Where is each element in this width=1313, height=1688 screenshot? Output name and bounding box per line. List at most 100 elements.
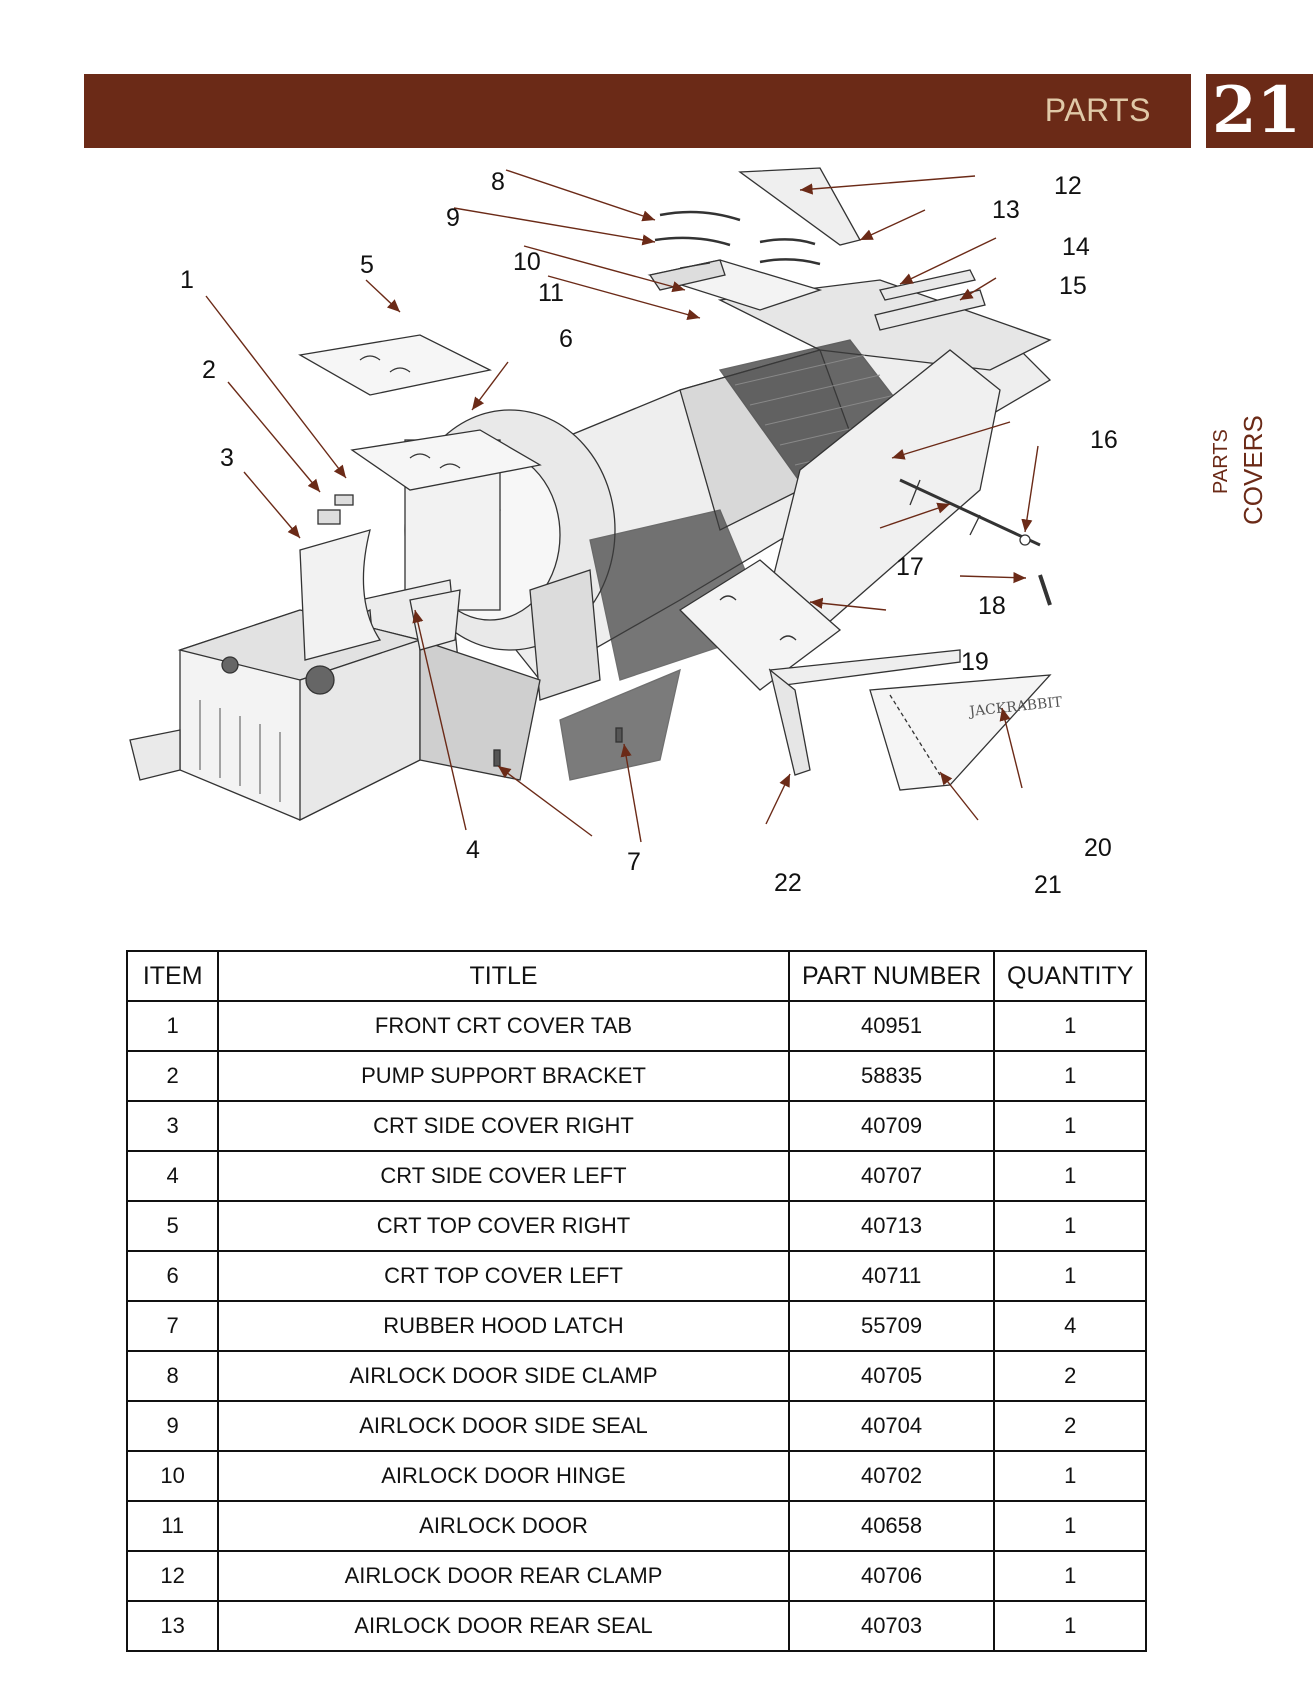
cell-quantity: 1 [993, 1200, 1147, 1252]
cell-item: 12 [125, 1550, 220, 1602]
cell-part-number: 40705 [787, 1350, 996, 1402]
cell-part-number: 40707 [787, 1150, 996, 1202]
diagram-svg: JACKRABBIT [129, 167, 1118, 899]
cell-title: CRT SIDE COVER RIGHT [217, 1100, 790, 1152]
cell-title: AIRLOCK DOOR SIDE CLAMP [217, 1350, 790, 1402]
table-header-row: ITEM TITLE PART NUMBER QUANTITY [125, 950, 1147, 1002]
cell-title: CRT TOP COVER RIGHT [217, 1200, 790, 1252]
cell-item: 9 [125, 1400, 220, 1452]
cell-item: 8 [125, 1350, 220, 1402]
cell-item: 4 [125, 1150, 220, 1202]
exploded-parts-diagram: JACKRABBIT [120, 160, 1200, 920]
cell-title: CRT SIDE COVER LEFT [217, 1150, 790, 1202]
cell-item: 10 [125, 1450, 220, 1502]
header-part-number: PART NUMBER [787, 950, 996, 1002]
cell-part-number: 55709 [787, 1300, 996, 1352]
callout-6: 6 [559, 325, 573, 353]
callout-17: 17 [896, 553, 924, 581]
callout-19: 19 [961, 648, 989, 676]
callout-4: 4 [466, 836, 480, 864]
side-tab: PARTS COVERS [1198, 415, 1298, 550]
callout-15: 15 [1059, 272, 1087, 300]
cell-title: AIRLOCK DOOR HINGE [217, 1450, 790, 1502]
cell-quantity: 2 [993, 1350, 1147, 1402]
page-number: 21 [1212, 73, 1302, 148]
cell-part-number: 40711 [787, 1250, 996, 1302]
callout-22: 22 [774, 869, 802, 897]
callout-18: 18 [978, 592, 1006, 620]
callout-11: 11 [538, 279, 564, 307]
callout-1: 1 [180, 266, 194, 294]
cell-quantity: 1 [993, 1150, 1147, 1202]
cell-part-number: 40951 [787, 1000, 996, 1052]
cell-item: 6 [125, 1250, 220, 1302]
cell-quantity: 4 [993, 1300, 1147, 1352]
cell-title: AIRLOCK DOOR SIDE SEAL [217, 1400, 790, 1452]
cell-part-number: 40713 [787, 1200, 996, 1252]
cell-quantity: 1 [993, 1250, 1147, 1302]
callout-5: 5 [360, 251, 374, 279]
cell-quantity: 1 [993, 1600, 1147, 1652]
cell-title: AIRLOCK DOOR [217, 1500, 790, 1552]
callout-8: 8 [491, 168, 505, 196]
cell-part-number: 40704 [787, 1400, 996, 1452]
cell-item: 5 [125, 1200, 220, 1252]
cell-item: 2 [125, 1050, 220, 1102]
cell-item: 13 [125, 1600, 220, 1652]
cell-quantity: 2 [993, 1400, 1147, 1452]
cell-item: 7 [125, 1300, 220, 1352]
header-title-col: TITLE [217, 950, 790, 1002]
page-number-box: 21 [1206, 74, 1313, 148]
cell-quantity: 1 [993, 1050, 1147, 1102]
cell-title: PUMP SUPPORT BRACKET [217, 1050, 790, 1102]
cell-part-number: 40702 [787, 1450, 996, 1502]
callout-14: 14 [1062, 233, 1090, 261]
header-item: ITEM [125, 950, 220, 1002]
callout-12: 12 [1054, 172, 1082, 200]
callout-20: 20 [1084, 834, 1112, 862]
callout-2: 2 [202, 356, 216, 384]
cell-title: CRT TOP COVER LEFT [217, 1250, 790, 1302]
cell-quantity: 1 [993, 1100, 1147, 1152]
cell-title: FRONT CRT COVER TAB [217, 1000, 790, 1052]
cell-quantity: 1 [993, 1550, 1147, 1602]
cell-part-number: 58835 [787, 1050, 996, 1102]
cell-title: RUBBER HOOD LATCH [217, 1300, 790, 1352]
cell-part-number: 40658 [787, 1500, 996, 1552]
cell-quantity: 1 [993, 1000, 1147, 1052]
callout-13: 13 [992, 196, 1020, 224]
callout-3: 3 [220, 444, 234, 472]
cell-part-number: 40706 [787, 1550, 996, 1602]
cell-part-number: 40703 [787, 1600, 996, 1652]
callout-16: 16 [1090, 426, 1118, 454]
header-bar: PARTS [84, 74, 1191, 148]
cell-item: 1 [125, 1000, 220, 1052]
cell-item: 3 [125, 1100, 220, 1152]
callout-9: 9 [446, 204, 460, 232]
callout-labels: 1 2 3 4 5 6 7 8 9 10 11 12 13 14 15 16 1… [180, 168, 1118, 899]
header-quantity: QUANTITY [993, 950, 1147, 1002]
machine-drawing [129, 167, 1052, 822]
leader-lines [205, 169, 1039, 843]
cell-item: 11 [125, 1500, 220, 1552]
side-tab-section: PARTS [1210, 429, 1232, 494]
side-tab-subsection: COVERS [1238, 415, 1268, 525]
callout-21: 21 [1034, 871, 1062, 899]
cell-part-number: 40709 [787, 1100, 996, 1152]
cell-title: AIRLOCK DOOR REAR SEAL [217, 1600, 790, 1652]
cell-title: AIRLOCK DOOR REAR CLAMP [217, 1550, 790, 1602]
cell-quantity: 1 [993, 1450, 1147, 1502]
callout-10: 10 [513, 248, 541, 276]
